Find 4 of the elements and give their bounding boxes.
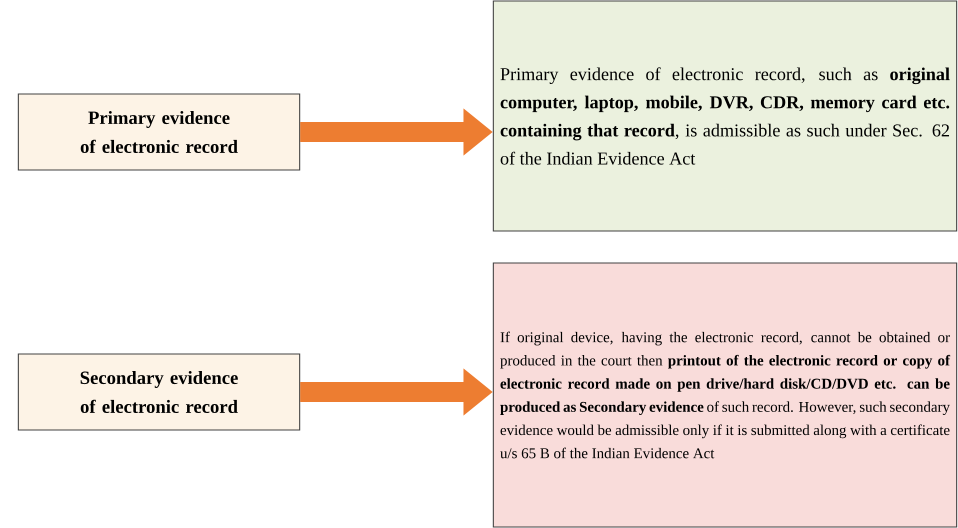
description-box: If original device, having the electronic record, cannot be obtained or produced in the court then printout of the electronic record or copy of electronic record made on pen drive/hard disk/CD/DVD etc. can be produced as Secondary evidence of such record. However, such secondary evidence would be admissible only if it is submitted along with a certificate u/s 65 B of the Indian Evidence Act [492,262,958,528]
description-box: Primary evidence of electronic record, such as original computer, laptop, mobile, DVR, CDR, memory card etc. containing that record, is admissible as such under Sec. 62 of the Indian Evidence Act [492,0,958,232]
category-box: Primary evidence of electronic record [18,93,300,171]
category-box: Secondary evidence of electronic record [18,353,300,431]
